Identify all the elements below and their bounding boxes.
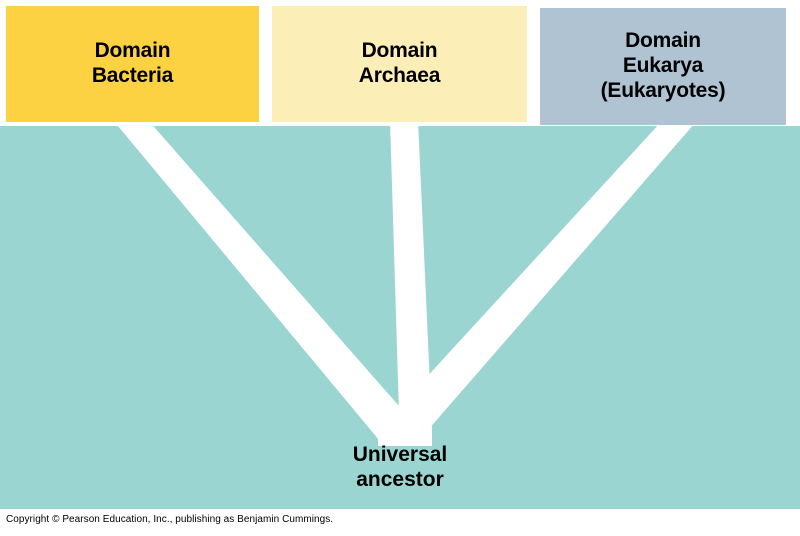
copyright-notice: Copyright © Pearson Education, Inc., pub…	[6, 514, 334, 525]
domain-box-archaea[interactable]: Domain Archaea	[272, 6, 527, 122]
domain-box-eukarya[interactable]: Domain Eukarya (Eukaryotes)	[540, 8, 786, 125]
branch-archaea	[390, 120, 432, 446]
domain-label-bacteria: Domain Bacteria	[91, 39, 174, 87]
universal-ancestor-label: Universal ancestor	[352, 443, 448, 491]
domain-box-bacteria[interactable]: Domain Bacteria	[6, 6, 259, 122]
domain-label-archaea: Domain Archaea	[358, 39, 441, 87]
branch-eukarya	[378, 123, 695, 446]
domain-label-eukarya: Domain Eukarya (Eukaryotes)	[600, 29, 726, 102]
branch-root-tip	[376, 420, 424, 442]
branch-lines-group	[113, 120, 695, 446]
branch-bacteria	[113, 120, 420, 446]
